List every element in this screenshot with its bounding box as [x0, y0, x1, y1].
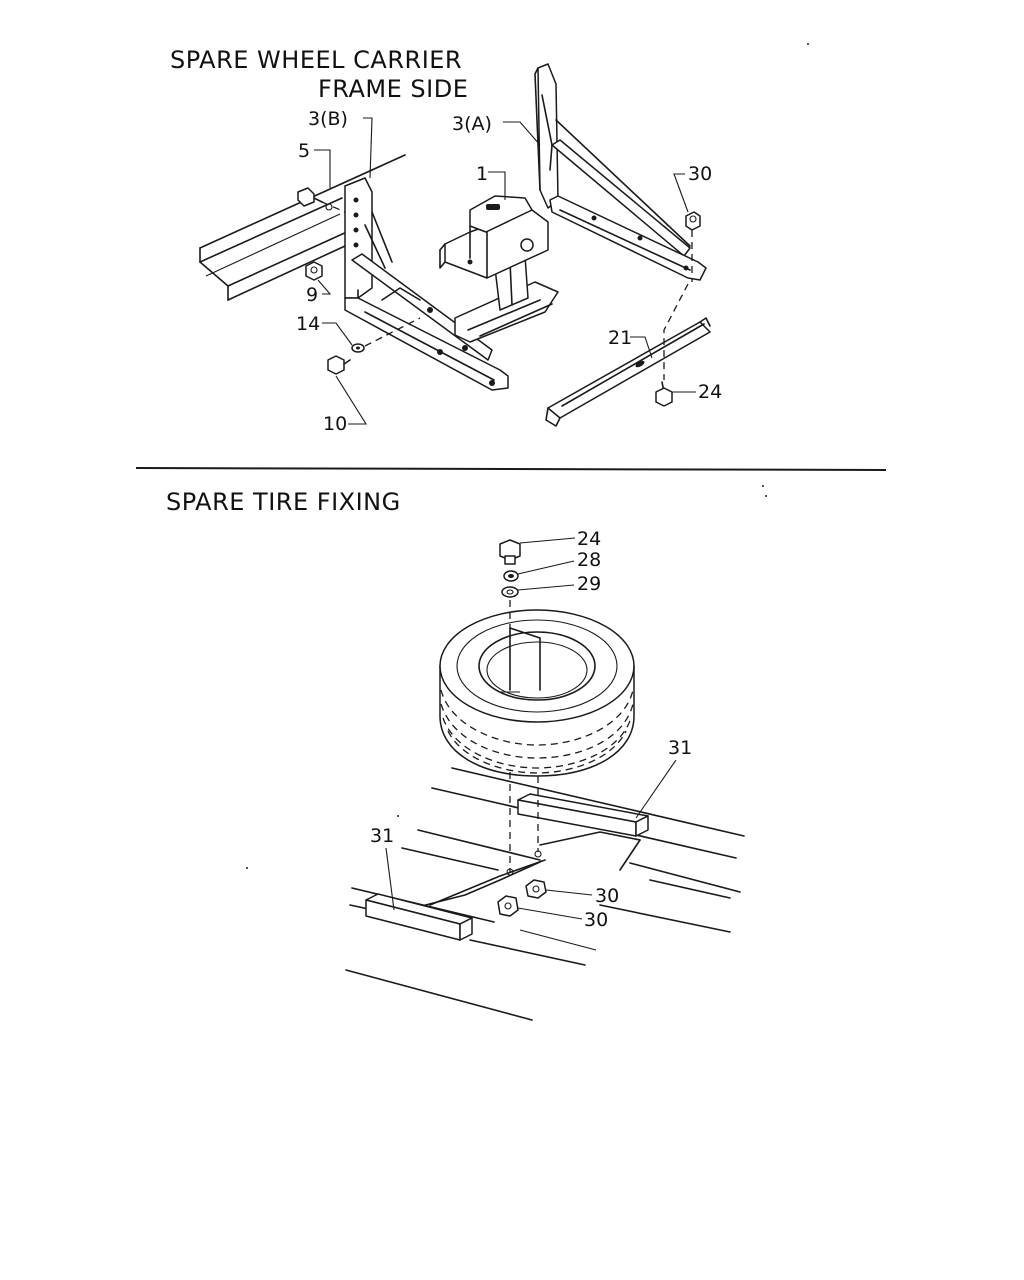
washer-14: [351, 317, 421, 353]
svg-text:3(A): 3(A): [452, 113, 492, 135]
nut-30-lower: [497, 895, 519, 917]
svg-text:24: 24: [698, 381, 722, 403]
svg-text:31: 31: [668, 737, 692, 759]
callout-29: 29: [517, 573, 601, 595]
callout-10: 10: [323, 375, 367, 435]
callout-5: 5: [298, 140, 331, 188]
title-spare-tire-fixing: SPARE TIRE FIXING: [166, 488, 401, 516]
washer-29: [501, 586, 519, 598]
svg-text:14: 14: [296, 313, 320, 335]
frame-rail: [199, 154, 406, 301]
callout-9: 9: [306, 279, 332, 306]
spare-tire: [439, 609, 635, 777]
svg-text:30: 30: [584, 909, 608, 931]
bolt-5: [297, 187, 346, 213]
svg-text:29: 29: [577, 573, 601, 595]
callout-14: 14: [296, 313, 353, 346]
svg-text:30: 30: [688, 163, 712, 185]
callout-24-top: 24: [672, 381, 722, 403]
nut-30-top: [685, 211, 701, 282]
title-frame-side: FRAME SIDE: [318, 75, 468, 103]
svg-text:10: 10: [323, 413, 347, 435]
svg-text:5: 5: [298, 140, 310, 162]
callout-30-lower: 30: [517, 907, 608, 931]
callout-31-right: 31: [635, 737, 692, 819]
svg-text:1: 1: [476, 163, 488, 185]
svg-text:30: 30: [595, 885, 619, 907]
svg-text:24: 24: [577, 528, 601, 550]
carrier-mount-1: [439, 195, 559, 343]
svg-text:31: 31: [370, 825, 394, 847]
wood-block-31-right: [517, 793, 649, 837]
washer-28: [503, 570, 519, 582]
section-divider: [135, 467, 887, 471]
callout-1: 1: [476, 163, 506, 200]
bolt-24-bottom: [499, 539, 521, 565]
bolt-24-top: [655, 283, 689, 407]
carrier-bracket-3a: [534, 63, 707, 281]
callout-31-left: 31: [370, 825, 395, 911]
svg-text:3(B): 3(B): [308, 108, 348, 130]
callout-24-bottom: 24: [519, 528, 601, 550]
nut-9: [305, 261, 323, 281]
callout-21: 21: [608, 327, 653, 359]
callout-30-upper: 30: [545, 885, 619, 907]
callout-30-top: 30: [673, 163, 712, 213]
stud-lines: [506, 600, 542, 876]
callout-3a: 3(A): [452, 113, 541, 146]
scan-specks: [246, 43, 809, 869]
callout-28: 28: [517, 549, 601, 575]
title-spare-wheel-carrier: SPARE WHEEL CARRIER: [170, 46, 462, 74]
svg-text:21: 21: [608, 327, 632, 349]
nut-30-upper: [525, 879, 547, 899]
svg-text:9: 9: [306, 284, 318, 306]
svg-text:28: 28: [577, 549, 601, 571]
callout-3b: 3(B): [308, 108, 373, 179]
wood-block-31-left: [365, 893, 473, 941]
bolt-10: [327, 355, 351, 375]
